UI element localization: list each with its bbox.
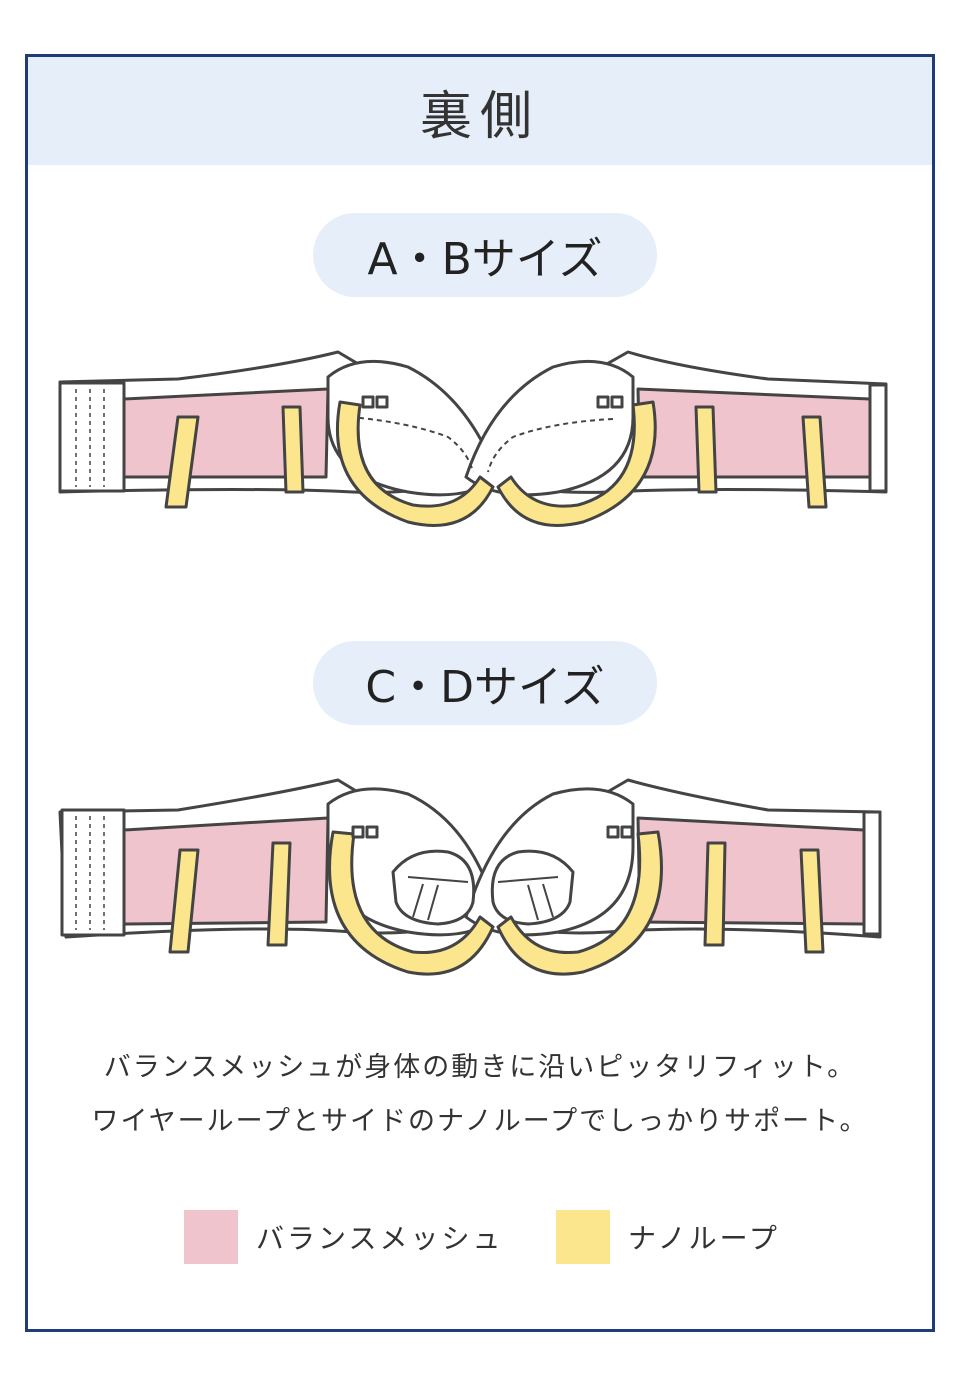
nano-loop-3 (694, 405, 718, 494)
nano-loop-2 (281, 405, 305, 494)
hook-4 (620, 825, 634, 839)
legend-item-mesh: バランスメッシュ (184, 1209, 503, 1265)
hook-eye-panel (58, 381, 126, 493)
nano-loop-1 (168, 848, 200, 954)
page-title: 裏側 (419, 86, 540, 147)
nano-loop-1 (164, 415, 200, 509)
band-end-right (862, 810, 882, 936)
mesh-panel-right (636, 387, 872, 479)
cup-stitch-right (487, 418, 614, 473)
hook-2 (375, 395, 389, 409)
bra-diagram-cd (58, 778, 882, 976)
legend-item-nano-loop: ナノループ (556, 1209, 780, 1265)
diagram-frame: 裏側 A・Bサイズ (25, 54, 935, 1332)
legend-label-mesh: バランスメッシュ (256, 1222, 504, 1255)
wire-loop-left (335, 400, 495, 527)
inner-pad-strap-right (497, 876, 559, 921)
wire-loop-right (496, 400, 657, 527)
nano-loop-4 (799, 848, 825, 954)
size-label-cd: C・Dサイズ (313, 641, 657, 725)
mesh-panel-right (636, 816, 866, 926)
description-line-2: ワイヤーループとサイドのナノループでしっかりサポート。 (91, 1106, 869, 1137)
header-bar: 裏側 (28, 57, 932, 165)
inner-pad-left (391, 849, 476, 926)
bra-diagram-ab (58, 350, 888, 527)
nano-loop-3 (703, 841, 727, 947)
cup-right (464, 359, 635, 497)
hook-1 (351, 825, 365, 839)
mesh-panel-left (122, 816, 330, 926)
wire-loop-right (496, 830, 663, 976)
legend-swatch-nano-loop (556, 1210, 610, 1264)
cup-stitch-left (349, 416, 474, 473)
hook-4 (610, 395, 624, 409)
hook-3 (606, 825, 620, 839)
inner-pad-strap-left (407, 876, 469, 921)
description-line-1: バランスメッシュが身体の動きに沿いピッタリフィット。 (103, 1052, 857, 1083)
nano-loop-2 (266, 841, 292, 947)
legend-swatch-mesh (184, 1210, 238, 1264)
wire-loop-left (328, 830, 495, 976)
hook-3 (596, 395, 610, 409)
band-end-right (868, 383, 888, 493)
size-label-ab: A・Bサイズ (313, 213, 657, 297)
inner-pad-right (490, 849, 575, 926)
legend-label-nano-loop: ナノループ (628, 1222, 780, 1255)
nano-loop-4 (801, 415, 828, 509)
hook-2 (365, 825, 379, 839)
hook-1 (361, 395, 375, 409)
hook-eye-panel (60, 808, 126, 937)
